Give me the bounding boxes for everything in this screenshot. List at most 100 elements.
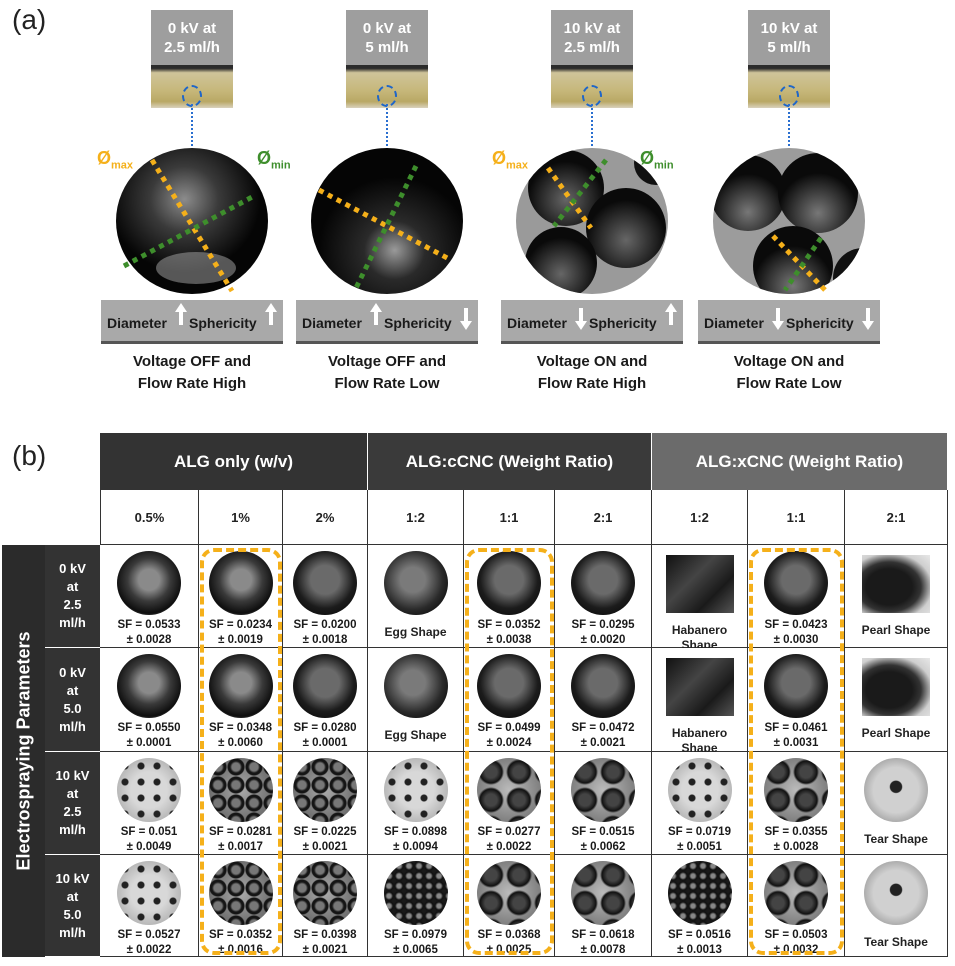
bead-micrograph — [383, 551, 448, 615]
phi-sub: max — [506, 159, 529, 172]
arrow-down-icon — [862, 308, 874, 330]
sf-value: SF = 0.0281 — [209, 826, 272, 838]
sf-error: ± 0.0021 — [302, 944, 348, 956]
bead-micrograph — [571, 551, 635, 615]
sf-value: SF = 0.0368 — [477, 929, 541, 941]
table-cell: SF = 0.0281 ± 0.0017 — [199, 752, 283, 855]
bead-micrograph — [383, 758, 448, 822]
sf-error: ± 0.0060 — [218, 737, 263, 749]
bead-micrograph — [477, 758, 541, 822]
table-cell: SF = 0.0499± 0.0024 — [464, 648, 555, 752]
caption-line: Flow Rate High — [137, 375, 247, 392]
table-cell: SF = 0.0979 ± 0.0065 — [368, 855, 464, 957]
table-cell: SF = 0.0516± 0.0013 — [652, 855, 748, 957]
panel-b-label: (b) — [12, 440, 47, 471]
phi-symbol: Ø — [640, 148, 655, 168]
sf-value: SF = 0.051 — [120, 826, 178, 838]
condition-flow: 5 ml/h — [767, 38, 811, 56]
sphericity-label: Sphericity — [189, 315, 257, 331]
caption-line: Voltage ON and — [536, 353, 648, 370]
row-header-line: ml/h — [59, 718, 86, 734]
table-cell: SF = 0.0719± 0.0051 — [652, 752, 748, 855]
row-header-line: 0 kV — [59, 561, 86, 576]
column-header: 1:2 — [368, 490, 464, 545]
bead-micrograph — [208, 758, 273, 822]
sf-error: ± 0.0020 — [580, 634, 626, 646]
sf-value: SF = 0.0352 — [477, 619, 541, 631]
sphericity-label: Sphericity — [786, 315, 854, 331]
table-cell: SF = 0.0200± 0.0018 — [283, 545, 368, 648]
shape-label: Egg Shape — [384, 625, 447, 639]
table-cell: SF = 0.0398 ± 0.0021 — [283, 855, 368, 957]
column-header: 2:1 — [555, 490, 652, 545]
sf-error: ± 0.0024 — [486, 737, 532, 749]
sf-error: ± 0.0049 — [126, 841, 172, 853]
sphericity-label: Sphericity — [589, 315, 657, 331]
highlight-box — [749, 548, 844, 955]
table-cell: SF = 0.0355± 0.0028 — [748, 752, 845, 855]
sf-value: SF = 0.0398 — [293, 929, 357, 941]
caption-line: Voltage OFF and — [132, 353, 252, 370]
condition-voltage: 0 kV at — [362, 19, 412, 37]
trend-bar: Diameter Sphericity — [501, 300, 683, 344]
caption-line: Flow Rate Low — [334, 375, 440, 392]
table-cell: SF = 0.0280± 0.0001 — [283, 648, 368, 752]
sf-value: SF = 0.0225 — [293, 826, 357, 838]
bead-micrograph — [208, 551, 273, 615]
sf-value: SF = 0.0527 — [117, 929, 181, 941]
column-header: 1:1 — [748, 490, 845, 545]
phi-max-label-1: Ømax — [97, 148, 133, 172]
shape-label: Tear Shape — [864, 832, 928, 846]
sf-value: SF = 0.0533 — [117, 619, 181, 631]
bead-micrograph — [117, 861, 181, 925]
row-header-line: 5.0 — [63, 700, 82, 716]
sf-error: ± 0.0019 — [218, 634, 263, 646]
phi-symbol: Ø — [492, 148, 507, 168]
table-cell: SF = 0.0527± 0.0022 — [100, 855, 199, 957]
phi-max-label-3: Ømax — [492, 148, 528, 172]
shape-label: Habanero Shape — [671, 726, 728, 755]
table-cell: SF = 0.0277± 0.0022 — [464, 752, 555, 855]
table-cell: SF = 0.0234± 0.0019 — [199, 545, 283, 648]
row-header-line: ml/h — [59, 615, 86, 630]
arrow-up-icon — [370, 303, 382, 325]
sf-error: ± 0.0051 — [677, 841, 722, 853]
sf-value: SF = 0.0423 — [764, 619, 828, 631]
sf-value: SF = 0.0979 — [384, 929, 447, 941]
sf-error: ± 0.0001 — [126, 737, 172, 749]
column-header: 1:1 — [464, 490, 555, 545]
table-cell: SF = 0.0515± 0.0062 — [555, 752, 652, 855]
caption-line: Voltage OFF and — [327, 353, 447, 370]
table-cell: SF = 0.0423± 0.0030 — [748, 545, 845, 648]
row-header-line: at — [66, 579, 79, 594]
vial-photo — [748, 65, 830, 108]
sf-error: ± 0.0018 — [302, 634, 348, 646]
row-header-line: 2.5 — [63, 597, 82, 612]
caption-line: Voltage ON and — [733, 353, 845, 370]
row-header-line: at — [66, 682, 79, 698]
row-header-line: ml/h — [59, 822, 86, 837]
condition-flow: 5 ml/h — [365, 38, 409, 56]
table-cell: SF = 0.0472± 0.0021 — [555, 648, 652, 752]
bead-micrograph — [477, 551, 541, 615]
sf-value: SF = 0.0516 — [668, 929, 731, 941]
arrow-up-icon — [665, 303, 677, 325]
bead-micrograph — [117, 758, 181, 822]
sf-error: ± 0.0065 — [393, 944, 438, 956]
sf-error: ± 0.0031 — [773, 737, 819, 749]
bead-micrograph — [516, 148, 668, 294]
bead-micrograph — [862, 658, 930, 716]
bead-micrograph — [665, 555, 734, 613]
sf-value: SF = 0.0503 — [764, 929, 828, 941]
diameter-label: Diameter — [507, 315, 567, 331]
phi-sub: min — [654, 159, 674, 172]
bead-micrograph — [665, 658, 734, 716]
sf-error: ± 0.0017 — [218, 841, 263, 853]
table-cell: SF = 0.051 ± 0.0049 — [100, 752, 199, 855]
sf-error: ± 0.0038 — [486, 634, 532, 646]
phi-sub: max — [111, 159, 134, 172]
